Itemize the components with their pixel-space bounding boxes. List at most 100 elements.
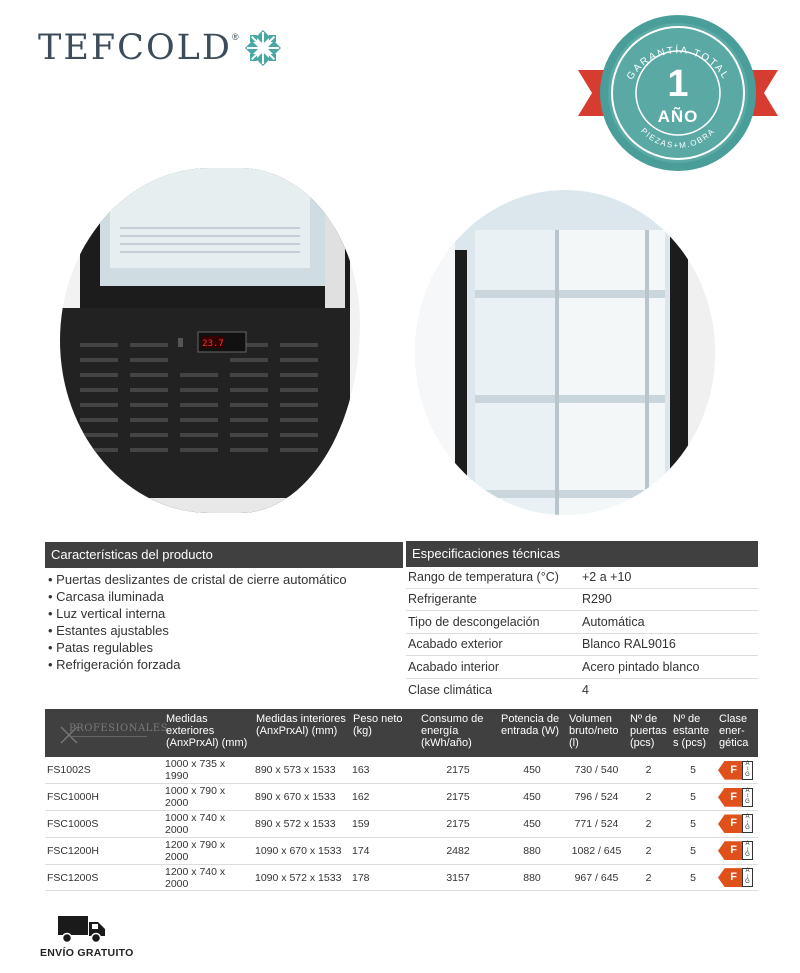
- col-header: Clase ener-gética: [719, 713, 749, 749]
- feature-item: Carcasa iluminada: [48, 588, 398, 605]
- model-code: FS1002S: [45, 757, 163, 785]
- professionals-logo: PROFESIONALES: [45, 709, 167, 757]
- spec-row: Clase climática 4: [406, 679, 758, 702]
- spec-label: Rango de temperatura (°C): [408, 569, 559, 584]
- int-dimensions: 890 x 670 x 1533: [253, 783, 350, 812]
- energy-scale: A↕G: [742, 841, 753, 861]
- int-dimensions: 1090 x 670 x 1533: [253, 837, 350, 865]
- energy-consumption: 2482: [418, 837, 498, 865]
- spec-row: Tipo de descongelación Automática: [406, 611, 758, 634]
- net-weight: 174: [350, 837, 418, 865]
- doors: 2: [627, 810, 670, 838]
- energy-consumption: 2175: [418, 783, 498, 812]
- spec-value: Acero pintado blanco: [582, 659, 700, 674]
- int-dimensions: 890 x 572 x 1533: [253, 810, 350, 838]
- energy-scale: A↕G: [742, 787, 753, 807]
- feature-item: Puertas deslizantes de cristal de cierre…: [48, 571, 398, 588]
- spec-value: +2 a +10: [582, 569, 632, 584]
- feature-item: Estantes ajustables: [48, 622, 398, 639]
- tools-icon: [60, 726, 78, 744]
- energy-consumption: 2175: [418, 810, 498, 838]
- spec-row: Acabado exterior Blanco RAL9016: [406, 634, 758, 656]
- doors: 2: [627, 757, 670, 785]
- warranty-badge: GARANTÍA TOTAL 1 AÑO PIEZAS+M.OBRA: [578, 15, 778, 171]
- doors: 2: [627, 837, 670, 865]
- shelves: 5: [670, 837, 716, 865]
- volume: 771 / 524: [566, 810, 627, 838]
- energy-consumption: 3157: [418, 864, 498, 892]
- spec-label: Clase climática: [408, 682, 493, 697]
- spec-label: Tipo de descongelación: [408, 614, 540, 629]
- col-header: Potencia de entrada (W): [501, 713, 560, 737]
- model-code: FSC1200S: [45, 864, 163, 892]
- product-photo-interior: [415, 190, 715, 515]
- table-row: FSC1000S 1000 x 740 x 2000 890 x 572 x 1…: [45, 810, 758, 838]
- doors: 2: [627, 783, 670, 812]
- energy-class-letter: F: [718, 841, 742, 861]
- spec-label: Acabado interior: [408, 659, 500, 674]
- spec-row: Acabado interior Acero pintado blanco: [406, 656, 758, 679]
- model-code: FSC1200H: [45, 837, 163, 865]
- spec-value: Blanco RAL9016: [582, 637, 676, 652]
- col-header: Nº de estante s (pcs): [673, 713, 710, 749]
- energy-scale: A↕G: [742, 760, 753, 780]
- energy-class-letter: F: [718, 814, 742, 834]
- model-code: FSC1000S: [45, 810, 163, 838]
- table-row: FSC1200H 1200 x 790 x 2000 1090 x 670 x …: [45, 837, 758, 865]
- registered-mark: ®: [231, 32, 239, 42]
- volume: 796 / 524: [566, 783, 627, 812]
- volume: 730 / 540: [566, 757, 627, 785]
- model-code: FSC1000H: [45, 783, 163, 812]
- volume: 1082 / 645: [566, 837, 627, 865]
- specs-header: Especificaciones técnicas: [406, 541, 758, 567]
- shelves: 5: [670, 757, 716, 785]
- seal-icon: [600, 15, 756, 171]
- ext-dimensions: 1000 x 740 x 2000: [163, 810, 253, 838]
- col-header: Consumo de energía (kWh/año): [421, 713, 484, 749]
- spec-label: Refrigerante: [408, 592, 477, 607]
- spec-value: R290: [582, 592, 612, 607]
- thermostat-readout: 23.7: [202, 339, 224, 349]
- professionals-label: PROFESIONALES: [69, 723, 168, 734]
- col-header: Volumen bruto/neto (l): [569, 713, 619, 749]
- energy-class-letter: F: [718, 760, 742, 780]
- col-header: Nº de puertas (pcs): [630, 713, 667, 749]
- input-power: 450: [498, 757, 566, 785]
- energy-consumption: 2175: [418, 757, 498, 785]
- features-header: Características del producto: [45, 542, 403, 568]
- badge-number: 1: [667, 63, 688, 105]
- specs-table: Rango de temperatura (°C) +2 a +10 Refri…: [406, 566, 758, 701]
- net-weight: 178: [350, 864, 418, 892]
- table-row: FSC1000H 1000 x 790 x 2000 890 x 670 x 1…: [45, 783, 758, 812]
- brand-logo: TEFCOLD ®: [38, 28, 283, 68]
- badge-year-label: AÑO: [658, 106, 699, 126]
- shelves: 5: [670, 810, 716, 838]
- int-dimensions: 1090 x 572 x 1533: [253, 864, 350, 892]
- ext-dimensions: 1000 x 735 x 1990: [163, 757, 253, 785]
- feature-item: Luz vertical interna: [48, 605, 398, 622]
- models-table: PROFESIONALES Medidas exteriores (AnxPrx…: [45, 709, 758, 892]
- features-list: Puertas deslizantes de cristal de cierre…: [48, 571, 398, 673]
- ext-dimensions: 1000 x 790 x 2000: [163, 783, 253, 812]
- col-header: Medidas interiores (AnxPrxAl) (mm): [256, 713, 346, 737]
- net-weight: 162: [350, 783, 418, 812]
- net-weight: 159: [350, 810, 418, 838]
- energy-class-letter: F: [718, 868, 742, 888]
- energy-class-letter: F: [718, 787, 742, 807]
- feature-item: Refrigeración forzada: [48, 656, 398, 673]
- input-power: 880: [498, 864, 566, 892]
- col-header: Peso neto (kg): [353, 713, 403, 737]
- spec-value: 4: [582, 682, 589, 697]
- shipping-label: ENVÍO GRATUITO: [40, 947, 134, 959]
- input-power: 450: [498, 783, 566, 812]
- feature-item: Patas regulables: [48, 639, 398, 656]
